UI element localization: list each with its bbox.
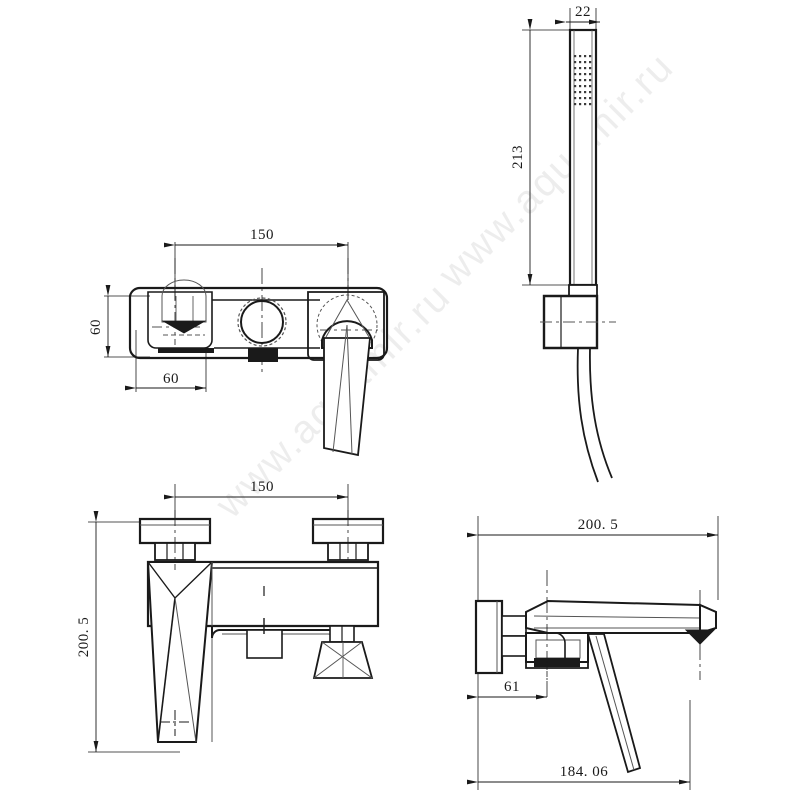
handle-hub-cap	[321, 320, 373, 349]
dimension-br-61-label: 61	[504, 679, 520, 695]
side-handle-lever-facet	[595, 635, 635, 771]
dimension-tl-60-vertical: 60	[88, 285, 150, 358]
dimension-tl-60-horizontal-label: 60	[163, 371, 179, 387]
handle-lever-facet-b	[346, 324, 353, 455]
dimension-tr-213: 213	[510, 19, 572, 286]
handle-lever-top-left	[323, 337, 371, 457]
dimension-tl-150-label: 150	[250, 227, 274, 243]
mixer-left-cap-top-left	[147, 291, 213, 349]
side-connector-nuts	[501, 615, 527, 657]
view-bottom-right: 200. 5 61 184. 06	[467, 516, 719, 790]
dimension-br-200-5-label: 200. 5	[578, 517, 619, 533]
dimension-tr-213-label: 213	[510, 145, 526, 169]
shower-spray-perforations	[574, 55, 592, 106]
left-cap-notch	[161, 320, 207, 334]
view-top-right: 22 213	[510, 4, 616, 483]
handle-plate-top-left	[307, 291, 385, 361]
dimension-tl-60-horizontal: 60	[125, 330, 207, 392]
filler-handle-facet-2	[157, 597, 176, 743]
dimension-br-200-5: 200. 5	[467, 516, 719, 600]
dimension-bl-200-5-label: 200. 5	[76, 617, 92, 658]
handset-collar	[568, 284, 598, 297]
shower-hose-inner	[589, 347, 613, 479]
view-bottom-left: 150 200. 5	[76, 479, 385, 753]
side-body-inner-rail	[533, 615, 701, 619]
side-spout-tip	[699, 603, 717, 635]
diverter-ring-inner	[240, 300, 284, 344]
side-wall-flange	[474, 599, 504, 675]
handle-lever-facet-a	[332, 324, 348, 453]
left-cap-bottom-bar	[158, 348, 214, 353]
dimension-bl-150-label: 150	[250, 479, 274, 495]
dimension-bl-200-5: 200. 5	[76, 511, 180, 753]
filler-handle-facet-3	[174, 597, 197, 743]
dimension-bl-150: 150	[164, 479, 349, 530]
dimension-br-184-06-label: 184. 06	[560, 764, 609, 780]
handle-hub-outer	[316, 294, 378, 356]
filler-outlet-block	[246, 629, 283, 659]
side-handle-lever	[586, 633, 642, 774]
dimension-br-184-06: 184. 06	[467, 700, 691, 790]
view-top-left: 150 60 60	[88, 227, 389, 457]
diverter-ring-outer	[237, 297, 287, 347]
dimension-tl-60-vertical-label: 60	[88, 319, 104, 335]
shower-hose-outer	[576, 347, 599, 483]
dimension-tr-22-label: 22	[575, 4, 591, 20]
mixer-body-outline-top-left	[128, 286, 389, 360]
filler-handle-lever	[146, 561, 214, 743]
filler-shower-outlet	[312, 625, 374, 679]
side-valve-shoulder	[554, 632, 566, 662]
side-valve-skirt	[525, 661, 589, 669]
watermark: www.aquamir.ru www.aquamir.ru	[207, 44, 683, 527]
mixer-left-cap-inner	[161, 279, 207, 323]
handle-facet-top	[325, 299, 370, 338]
watermark-text-secondary: www.aquamir.ru	[430, 44, 683, 297]
outlet-block-top-left	[248, 348, 278, 362]
